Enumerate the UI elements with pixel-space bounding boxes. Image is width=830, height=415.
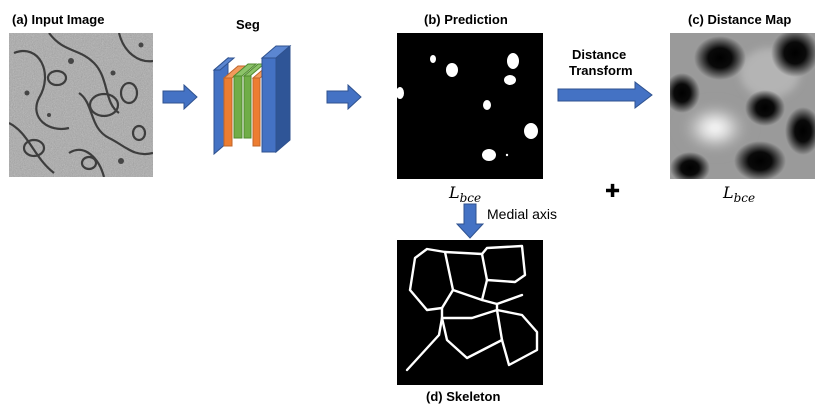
loss-bce-prediction: Lbce <box>449 183 482 206</box>
skeleton-title: (d) Skeleton <box>426 389 501 404</box>
prediction-title: (b) Prediction <box>424 12 508 27</box>
arrow-medial-axis <box>456 203 484 239</box>
arrow-to-prediction <box>326 84 362 110</box>
seg-title: Seg <box>236 17 260 32</box>
distance-map-title: (c) Distance Map <box>688 12 792 27</box>
arrow-distance-transform <box>557 81 653 109</box>
input-image-title: (a) Input Image <box>12 12 105 27</box>
skeleton-image <box>397 240 543 385</box>
distance-transform-label-1: Distance <box>572 47 627 62</box>
plus-sign: ✚ <box>605 181 621 201</box>
seg-network-icon <box>212 44 292 156</box>
loss-bce-distance: Lbce <box>723 183 756 206</box>
arrow-to-seg <box>162 84 198 110</box>
distance-map-image <box>670 33 815 179</box>
input-image <box>9 33 153 177</box>
distance-transform-label-2: Transform <box>569 63 633 78</box>
medial-axis-label: Medial axis <box>487 206 558 222</box>
prediction-image <box>397 33 543 179</box>
